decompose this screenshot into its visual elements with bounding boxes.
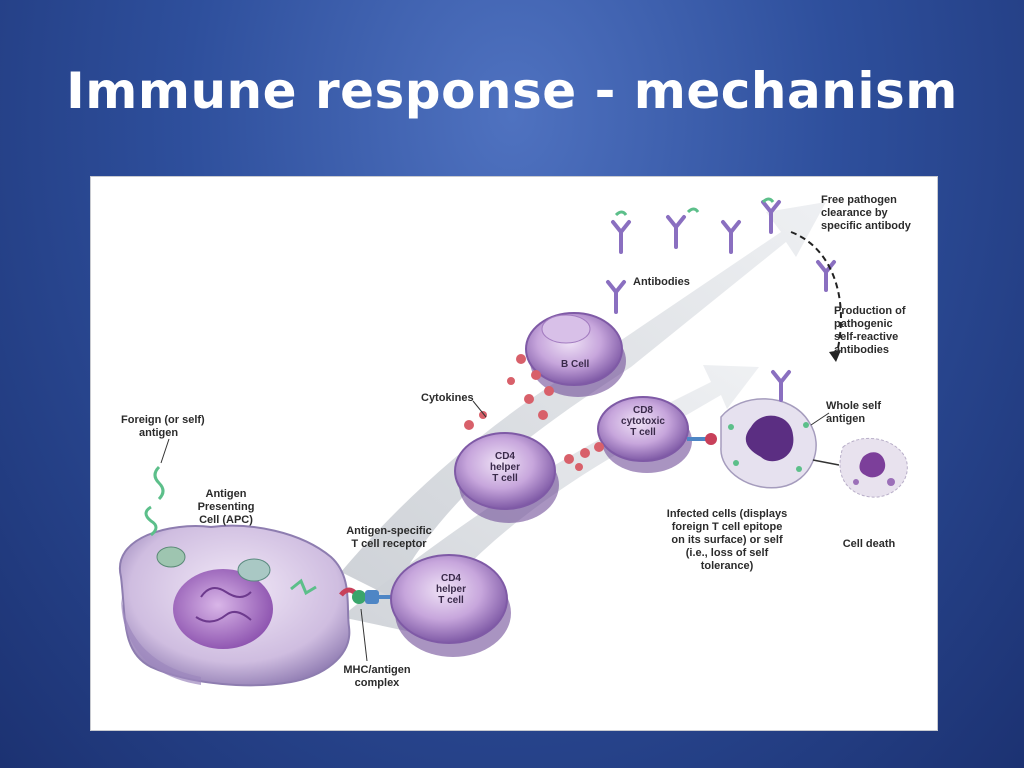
mhc-tcr-complex — [339, 587, 391, 604]
cd4-upper-cell — [454, 432, 559, 523]
infected-cell — [720, 398, 817, 489]
b-cell — [525, 312, 626, 397]
antigen-squiggle-2 — [144, 505, 158, 537]
death-arrow — [812, 459, 840, 466]
apc-cell — [118, 524, 351, 687]
cd8-cell — [597, 396, 717, 473]
label-antibodies: Antibodies — [633, 276, 690, 288]
label-cytokines: Cytokines — [421, 392, 474, 404]
label-b-cell: B Cell — [561, 359, 590, 370]
antigen-squiggle-1 — [153, 465, 165, 501]
cd4-lower-cell — [390, 554, 511, 657]
dashed-arrow — [790, 231, 842, 358]
slide-title: Immune response - mechanism — [66, 62, 958, 120]
dead-cell — [839, 437, 908, 498]
label-foreign-antigen: Foreign (or self)antigen — [121, 414, 205, 439]
cytokines-pointer — [472, 400, 487, 418]
cytokine-dots — [464, 354, 604, 471]
pathway-arrow-upper — [341, 202, 826, 597]
label-cell-death: Cell death — [843, 538, 896, 550]
antigen-pointer — [160, 438, 170, 464]
whole-self-pointer — [810, 412, 830, 426]
antigen-bits — [614, 197, 775, 217]
mhc-pointer — [360, 608, 368, 662]
